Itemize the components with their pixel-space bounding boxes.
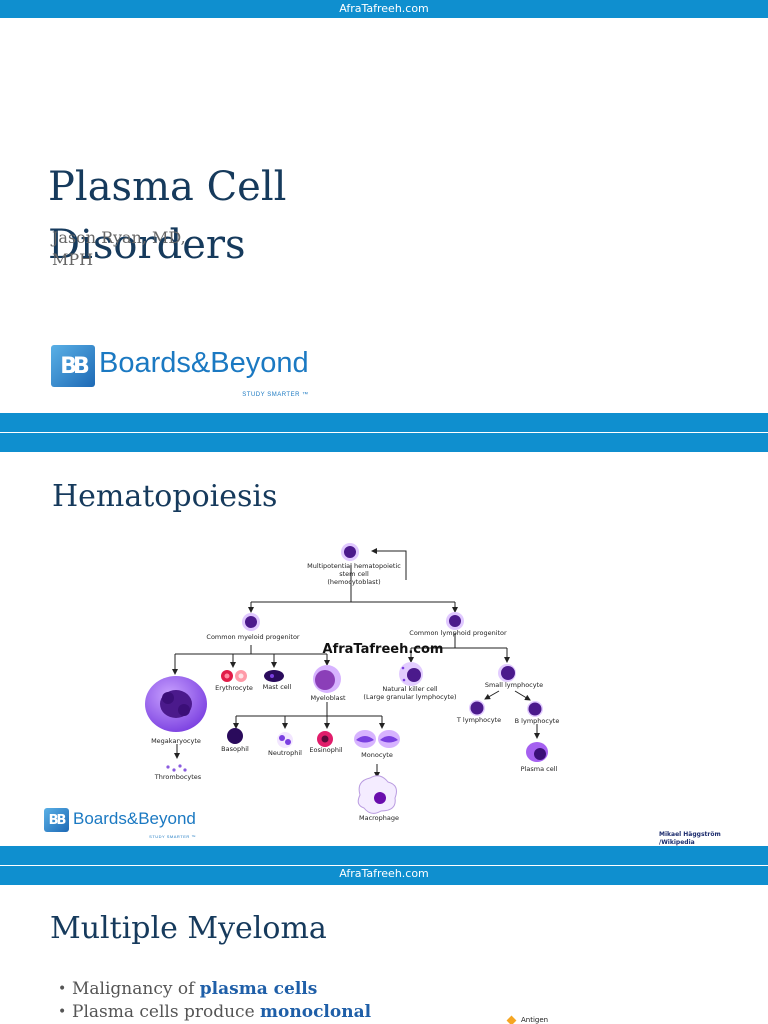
label-basophil: Basophil xyxy=(221,745,249,753)
bb-logo-word: Boards&Beyond STUDY SMARTER ™ xyxy=(99,345,309,398)
bb-logo-tagline-small: STUDY SMARTER ™ xyxy=(149,834,196,839)
antigen-label: Antigen xyxy=(521,1016,549,1024)
top-banner xyxy=(0,0,768,18)
b-lymphocyte-icon xyxy=(527,701,543,717)
label-nk-1: Natural killer cell xyxy=(382,685,437,693)
slide-title: Plasma Cell Disorders Jason Ryan, MD, MP… xyxy=(0,18,768,413)
thrombocytes-icon xyxy=(166,764,187,772)
label-plasma-cell: Plasma cell xyxy=(521,765,558,773)
slide-multiple-myeloma: Multiple Myeloma Malignancy of plasma ce… xyxy=(0,885,768,1024)
middle-watermark: AfraTafreeh.com xyxy=(339,867,429,880)
slide-hematopoiesis: Hematopoiesis xyxy=(0,452,768,846)
bb-logo-text-small: Boards&Beyond xyxy=(73,809,196,828)
top-watermark: AfraTafreeh.com xyxy=(339,2,429,15)
myeloblast-icon xyxy=(313,665,341,693)
label-myeloblast: Myeloblast xyxy=(310,694,346,702)
divider-band-2 xyxy=(0,433,768,452)
label-megakaryocyte: Megakaryocyte xyxy=(151,737,201,745)
label-t-lymphocyte: T lymphocyte xyxy=(456,716,501,724)
myeloma-title: Multiple Myeloma xyxy=(50,911,327,946)
label-b-lymphocyte: B lymphocyte xyxy=(515,717,560,725)
antigen-icon xyxy=(506,1015,517,1024)
divider-band-1 xyxy=(0,413,768,432)
plasma-cell-icon xyxy=(526,742,548,762)
mast-cell-icon xyxy=(264,670,284,682)
bb-logo-text: Boards&Beyond xyxy=(99,347,309,379)
bullet-text: Plasma cells produce xyxy=(72,1002,261,1022)
author-line1: Jason Ryan, MD, xyxy=(52,228,186,247)
slide-title-line1: Plasma Cell xyxy=(48,164,287,210)
label-mast: Mast cell xyxy=(263,683,292,691)
myeloid-progenitor-icon xyxy=(242,613,260,631)
bb-logo-mark: BB xyxy=(51,345,95,387)
hematopoiesis-title: Hematopoiesis xyxy=(52,479,278,514)
bb-logo-mark-small: BB xyxy=(44,808,69,832)
megakaryocyte-icon xyxy=(145,676,207,732)
nk-cell-icon xyxy=(399,662,423,686)
boards-beyond-logo: BB Boards&Beyond STUDY SMARTER ™ xyxy=(51,345,309,398)
bb-logo-tagline: STUDY SMARTER ™ xyxy=(242,392,309,398)
label-small-lymphocyte: Small lymphocyte xyxy=(485,681,543,689)
image-credit-line1: Mikael Häggström xyxy=(659,831,721,838)
author-line2: MPH xyxy=(52,250,94,269)
label-stem-1: Multipotential hematopoietic xyxy=(307,562,401,570)
bullet-text: Malignancy of xyxy=(72,979,200,999)
label-stem-3: (hemocytoblast) xyxy=(327,578,380,586)
myeloma-bullets: Malignancy of plasma cells Plasma cells … xyxy=(58,978,371,1024)
boards-beyond-logo-small: BB Boards&Beyond STUDY SMARTER ™ xyxy=(44,808,196,839)
diagram-watermark: AfraTafreeh.com xyxy=(323,642,444,657)
label-thrombocytes: Thrombocytes xyxy=(154,773,202,781)
bullet-highlight: monoclonal xyxy=(260,1002,372,1022)
eosinophil-icon xyxy=(317,731,333,747)
label-nk-2: (Large granular lymphocyte) xyxy=(363,693,456,701)
label-lymphoid: Common lymphoid progenitor xyxy=(409,629,507,637)
bb-logo-word-small: Boards&Beyond STUDY SMARTER ™ xyxy=(73,808,196,839)
antigen-diagram: Antigen xyxy=(506,1015,549,1024)
label-macrophage: Macrophage xyxy=(359,814,399,822)
basophil-icon xyxy=(227,728,243,744)
label-monocyte: Monocyte xyxy=(361,751,393,759)
image-credit-line2: /Wikipedia xyxy=(659,839,695,846)
slide-title-line2: Disorders xyxy=(48,222,246,268)
label-erythrocyte: Erythrocyte xyxy=(215,684,253,692)
label-myeloid: Common myeloid progenitor xyxy=(206,633,300,641)
bullet-highlight: plasma cells xyxy=(199,979,318,999)
monocyte-icon xyxy=(354,730,400,748)
lymphoid-progenitor-icon xyxy=(446,612,464,630)
erythrocyte-icon xyxy=(221,670,247,682)
divider-band-4 xyxy=(0,866,768,885)
t-lymphocyte-icon xyxy=(469,700,485,716)
label-stem-2: stem cell xyxy=(339,570,369,578)
hematopoiesis-diagram: Multipotential hematopoietic stem cell (… xyxy=(145,543,721,846)
bullet-item: Plasma cells produce monoclonal xyxy=(58,1001,371,1024)
neutrophil-icon xyxy=(277,732,293,748)
label-eosinophil: Eosinophil xyxy=(309,746,342,754)
label-neutrophil: Neutrophil xyxy=(268,749,302,757)
small-lymphocyte-icon xyxy=(498,664,516,682)
bullet-item: Malignancy of plasma cells xyxy=(58,978,371,1001)
divider-band-3 xyxy=(0,846,768,865)
macrophage-icon xyxy=(357,775,397,814)
stem-cell-icon xyxy=(341,543,359,561)
